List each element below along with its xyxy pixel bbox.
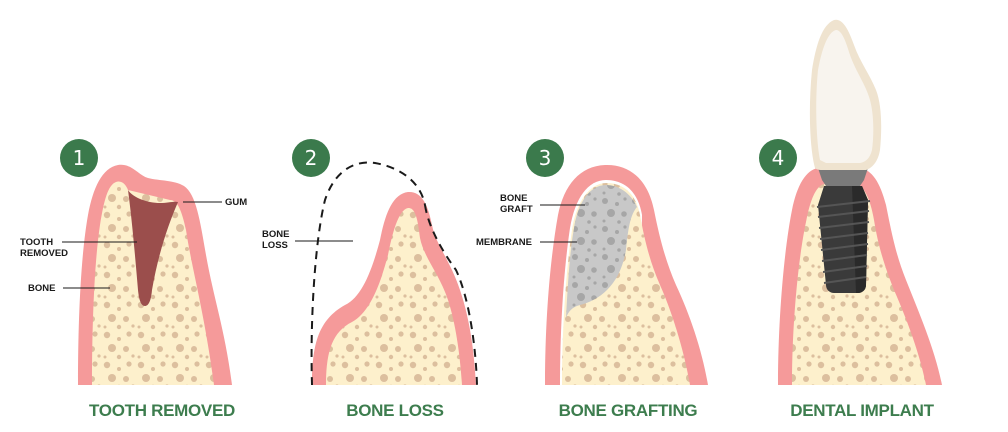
step-1-badge: 1 (60, 139, 98, 177)
label-gum: GUM (225, 197, 247, 208)
label-removed: REMOVED (20, 248, 68, 259)
label-graft: GRAFT (500, 204, 533, 215)
step-2-bone-loss: 2 BONE LOSS BONE LOSS (262, 139, 478, 420)
step-1-tooth-removed: 1 GUM TOOTH REMOVED BONE TOOTH REMOVED (20, 139, 247, 420)
label-membrane: MEMBRANE (476, 237, 532, 248)
svg-text:3: 3 (539, 146, 552, 170)
label-tooth: TOOTH (20, 237, 53, 248)
svg-text:2: 2 (305, 146, 318, 170)
step-4-dental-implant: 4 DENTAL IMPLANT (759, 19, 942, 420)
step-3-bone-grafting: 3 BONE GRAFT MEMBRANE BONE GRAFTING (476, 139, 708, 420)
svg-text:4: 4 (772, 146, 785, 170)
step-2-badge: 2 (292, 139, 330, 177)
step-2-title: BONE LOSS (346, 401, 443, 420)
abutment (818, 168, 868, 186)
label-bone: BONE (262, 229, 289, 240)
original-bone-outline-dashed (310, 161, 478, 386)
step-3-title: BONE GRAFTING (559, 401, 698, 420)
label-bone: BONE (500, 193, 527, 204)
label-bone: BONE (28, 283, 55, 294)
label-loss: LOSS (262, 240, 288, 251)
step-3-badge: 3 (526, 139, 564, 177)
bone-shape (326, 207, 462, 385)
step-4-title: DENTAL IMPLANT (790, 401, 934, 420)
bone-graft (566, 185, 637, 318)
crown-highlight (816, 30, 874, 163)
step-1-title: TOOTH REMOVED (89, 401, 235, 420)
implant-threads (816, 200, 871, 284)
socket-tooth-removed (128, 190, 178, 306)
step-4-badge: 4 (759, 139, 797, 177)
svg-text:1: 1 (73, 146, 86, 170)
